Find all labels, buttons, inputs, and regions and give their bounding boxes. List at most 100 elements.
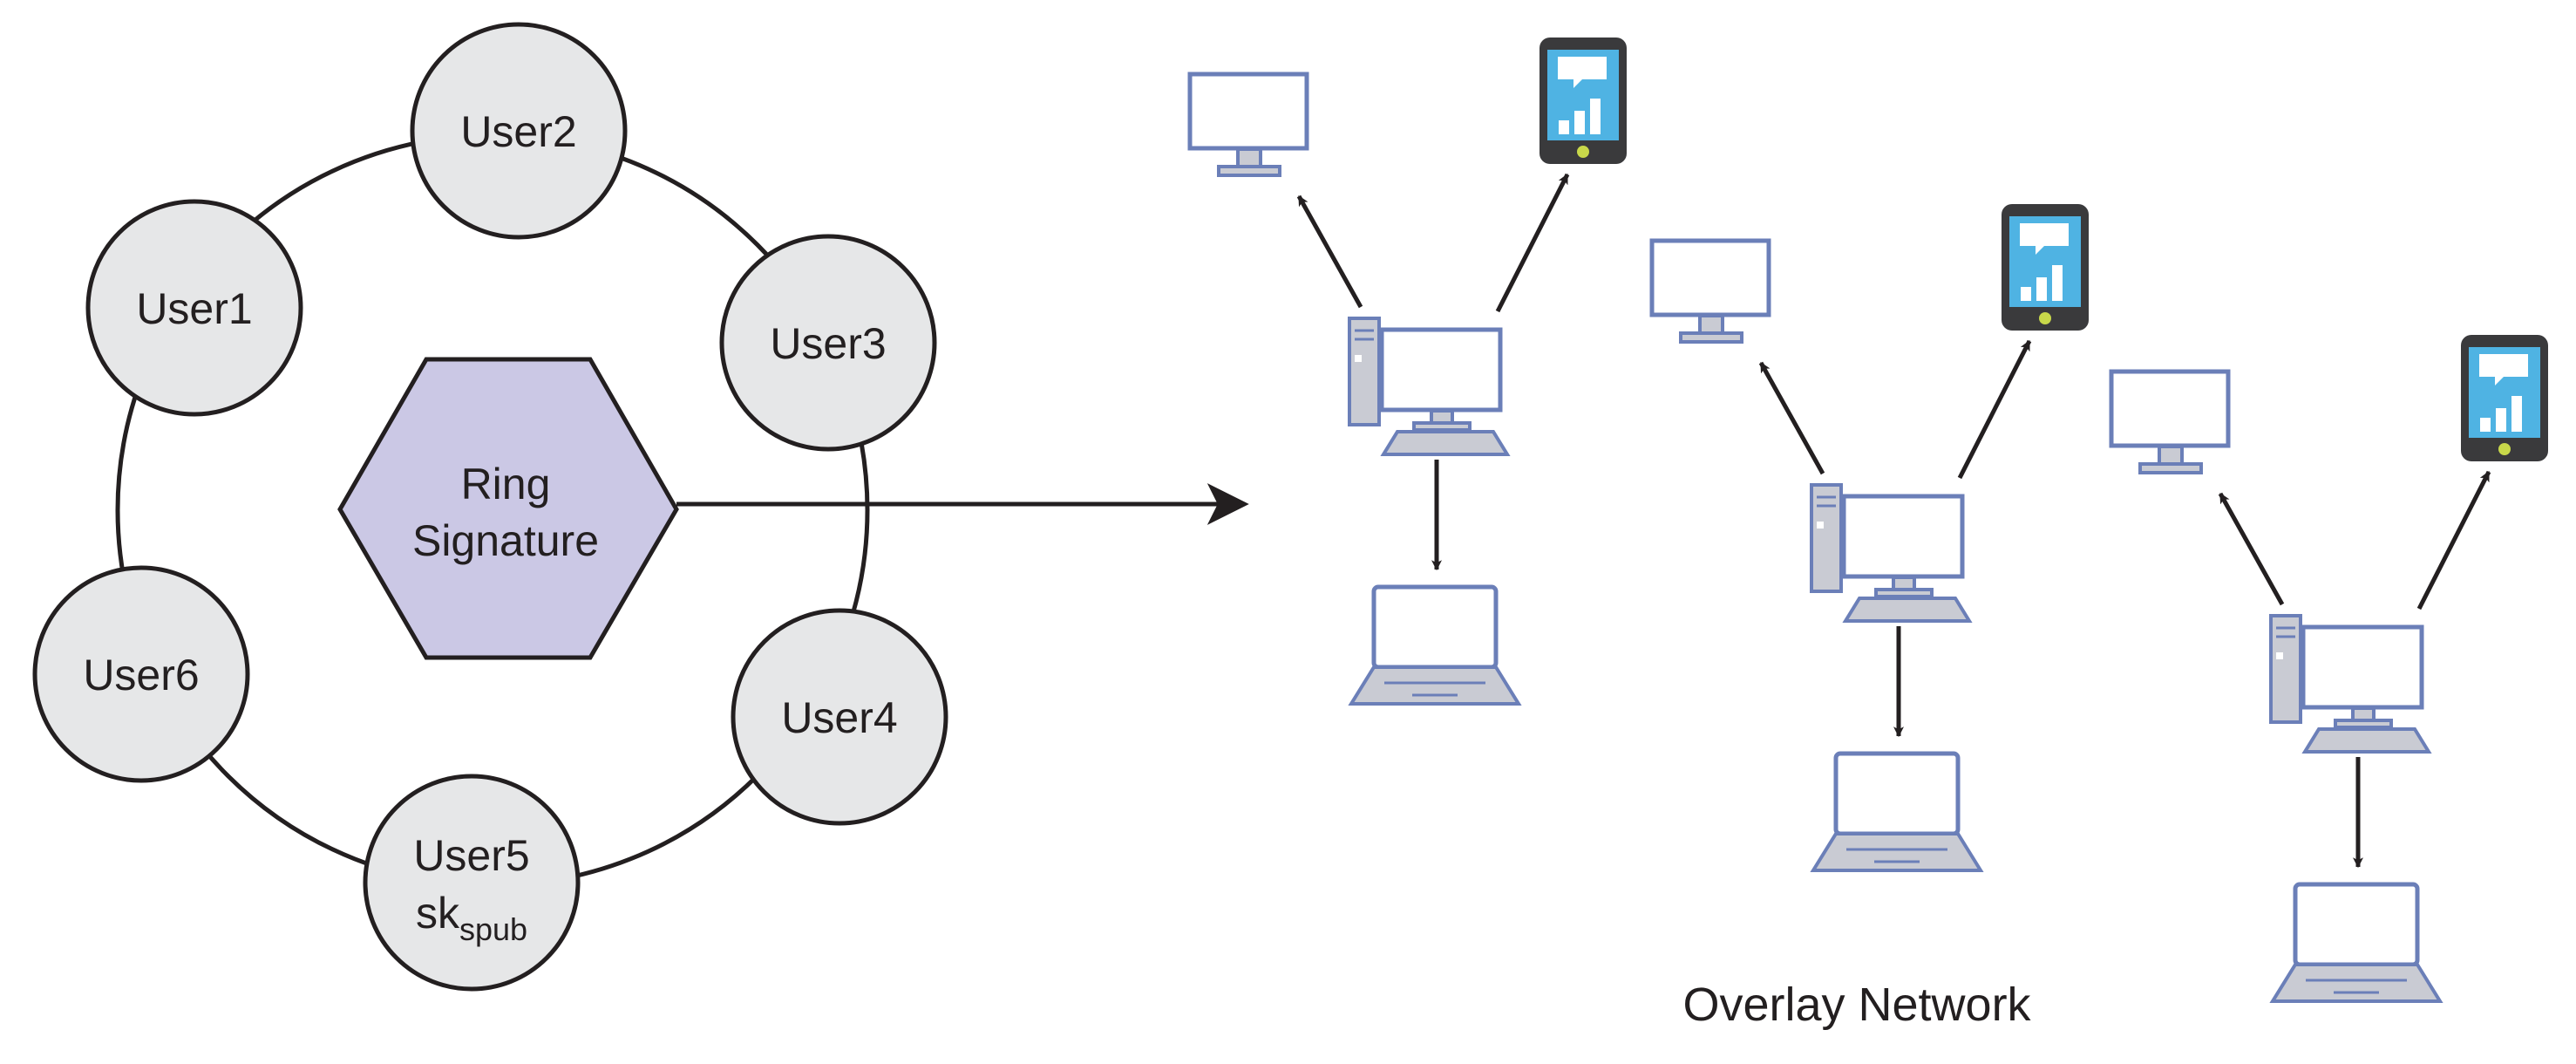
tower-pc-icon bbox=[1348, 317, 1381, 426]
bar-3 bbox=[2511, 396, 2522, 432]
monitor-neck bbox=[1236, 147, 1262, 168]
laptop-base bbox=[1348, 665, 1522, 706]
tower-case bbox=[2269, 614, 2302, 724]
bar-2 bbox=[1574, 111, 1585, 134]
bar-1 bbox=[2021, 287, 2031, 301]
desktop-monitor-screen bbox=[1841, 494, 1965, 579]
chat-bubble bbox=[2479, 354, 2528, 385]
user-node-user1: User1 bbox=[85, 199, 303, 417]
user-node-user2: User2 bbox=[410, 22, 628, 240]
desktop-monitor-base bbox=[1412, 421, 1472, 432]
hexagon-label-line2: Signature bbox=[412, 516, 599, 565]
tower-case bbox=[1348, 317, 1381, 426]
bar-3 bbox=[1590, 99, 1601, 134]
user-node-user5: User5 skspub bbox=[363, 774, 581, 992]
tower-light bbox=[1817, 522, 1824, 529]
monitor-base bbox=[1217, 165, 1281, 177]
phone-home-button bbox=[2498, 443, 2511, 455]
smartphone-icon bbox=[2002, 204, 2089, 331]
user4-label: User4 bbox=[781, 693, 897, 742]
desktop-monitor-screen bbox=[1379, 327, 1503, 413]
arrow-icon bbox=[2416, 470, 2491, 610]
chat-bubble bbox=[2020, 223, 2069, 255]
monitor-screen bbox=[1187, 72, 1309, 151]
user5-key-base: sk bbox=[416, 889, 460, 938]
tower-light bbox=[1355, 355, 1362, 362]
desktop-monitor-base bbox=[2334, 719, 2393, 729]
desktop-computer-icon bbox=[2269, 614, 2432, 754]
phone-home-button bbox=[1577, 146, 1589, 158]
user2-label: User2 bbox=[460, 107, 576, 156]
desktop-monitor-neck bbox=[1430, 409, 1454, 425]
user5-key: skspub bbox=[416, 889, 527, 947]
arrow-icon bbox=[1758, 361, 1825, 475]
hexagon-label-line1: Ring bbox=[461, 460, 551, 508]
tower-pc-icon bbox=[2269, 614, 2302, 724]
user-node-user4: User4 bbox=[731, 608, 948, 826]
bar-3 bbox=[2052, 265, 2063, 301]
desktop-computer-icon bbox=[1348, 317, 1511, 456]
user5-label: User5 bbox=[413, 831, 529, 880]
laptop-screen bbox=[1833, 751, 1961, 836]
bar-1 bbox=[1559, 120, 1569, 134]
desktop-monitor-neck bbox=[2351, 706, 2375, 722]
monitor-icon bbox=[2109, 369, 2231, 474]
ring-signature-hexagon: Ring Signature bbox=[337, 357, 679, 660]
user5-circle bbox=[363, 774, 581, 992]
laptop-screen bbox=[1371, 584, 1499, 670]
keyboard-icon bbox=[1380, 430, 1511, 456]
smartphone-icon bbox=[1539, 38, 1627, 164]
user6-label: User6 bbox=[83, 651, 199, 699]
bar-2 bbox=[2496, 408, 2506, 432]
user1-circle bbox=[85, 199, 303, 417]
laptop-screen bbox=[2293, 882, 2420, 967]
monitor-screen bbox=[2109, 369, 2231, 448]
user3-circle bbox=[719, 234, 937, 452]
keyboard-icon bbox=[2301, 727, 2432, 754]
arrow-icon bbox=[2218, 492, 2285, 606]
user4-circle bbox=[731, 608, 948, 826]
smartphone-icon bbox=[2461, 335, 2548, 461]
monitor-icon bbox=[1649, 238, 1771, 344]
arrow-icon bbox=[1957, 339, 2032, 480]
laptop-icon bbox=[1810, 751, 1984, 872]
network-cluster-2 bbox=[1649, 204, 2089, 872]
tower-case bbox=[1810, 483, 1843, 593]
user3-label: User3 bbox=[770, 319, 886, 368]
phone-home-button bbox=[2039, 312, 2051, 324]
bar-2 bbox=[2036, 277, 2047, 301]
hexagon-shape bbox=[337, 357, 679, 660]
arrow-icon bbox=[1296, 194, 1363, 309]
ring-section: Ring Signature User2 User1 User3 User6 U… bbox=[32, 22, 1249, 992]
tower-light bbox=[2276, 652, 2283, 659]
user-node-user3: User3 bbox=[719, 234, 937, 452]
laptop-base bbox=[2269, 963, 2443, 1003]
keyboard-icon bbox=[1842, 597, 1973, 623]
tower-pc-icon bbox=[1810, 483, 1843, 593]
laptop-icon bbox=[2269, 882, 2443, 1003]
laptop-base bbox=[1810, 832, 1984, 872]
network-caption: Overlay Network bbox=[1682, 979, 2031, 1031]
user6-circle bbox=[32, 565, 250, 783]
network-cluster-1 bbox=[1187, 38, 1627, 706]
laptop-icon bbox=[1348, 584, 1522, 706]
user2-circle bbox=[410, 22, 628, 240]
desktop-monitor-base bbox=[1874, 588, 1934, 598]
monitor-base bbox=[2138, 462, 2203, 474]
desktop-computer-icon bbox=[1810, 483, 1973, 623]
monitor-neck bbox=[1698, 314, 1724, 335]
monitor-screen bbox=[1649, 238, 1771, 317]
monitor-icon bbox=[1187, 72, 1309, 177]
monitor-base bbox=[1679, 331, 1743, 344]
arrow-icon bbox=[1495, 173, 1570, 313]
user-node-user6: User6 bbox=[32, 565, 250, 783]
network-cluster-3 bbox=[2109, 335, 2548, 1003]
chat-bubble bbox=[1558, 57, 1607, 88]
bar-1 bbox=[2480, 418, 2491, 432]
monitor-neck bbox=[2158, 445, 2184, 466]
overlay-network bbox=[1187, 38, 2548, 1003]
desktop-monitor-neck bbox=[1892, 576, 1916, 591]
user1-label: User1 bbox=[136, 284, 252, 333]
